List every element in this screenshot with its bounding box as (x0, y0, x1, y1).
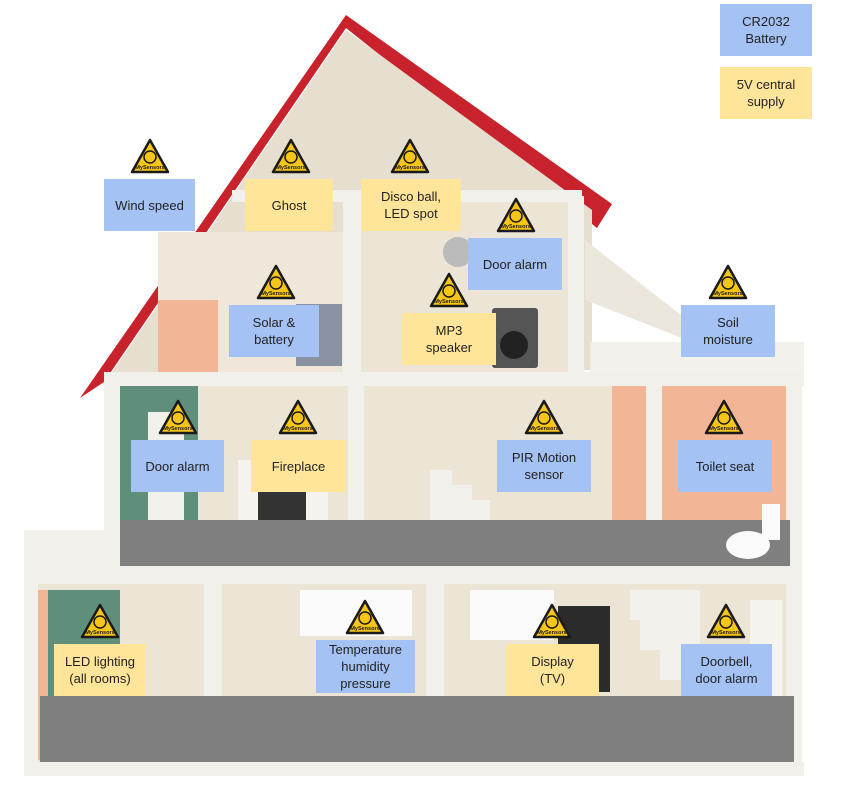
mp3-speaker-mysensors-warning-icon: MySensors (429, 272, 469, 308)
doorbell-mysensors-warning-icon: MySensors (706, 603, 746, 639)
ghost-mysensors-warning-icon: MySensors (271, 138, 311, 174)
svg-text:MySensors: MySensors (350, 626, 379, 632)
attic-left-wall (158, 300, 218, 372)
door-alarm-attic-mysensors-warning-icon: MySensors (496, 197, 536, 233)
svg-text:MySensors: MySensors (537, 630, 566, 636)
solar-battery-mysensors-warning-icon: MySensors (256, 264, 296, 300)
left-outer-wall-ground (24, 570, 38, 776)
svg-text:MySensors: MySensors (276, 165, 305, 171)
display-tv-mysensors-warning-icon: MySensors (532, 603, 572, 639)
svg-text:MySensors: MySensors (434, 299, 463, 305)
svg-text:MySensors: MySensors (709, 426, 738, 432)
ground-floor-carpet (40, 696, 794, 762)
pir-motion-label: PIR Motion sensor (497, 440, 591, 492)
door-alarm-middle-mysensors-warning-icon: MySensors (158, 399, 198, 435)
disco-ball-mysensors-warning-icon: MySensors (390, 138, 430, 174)
svg-text:MySensors: MySensors (261, 291, 290, 297)
middle-floor-slab-top (104, 372, 804, 386)
door-alarm-attic-label: Door alarm (468, 238, 562, 290)
roof-edge (80, 15, 612, 398)
mp3-speaker-label: MP3 speaker (402, 313, 496, 365)
legend-cr2032-label: CR2032 Battery (720, 4, 812, 56)
fireplace-label: Fireplace (251, 440, 346, 492)
legend-5v-label: 5V central supply (720, 67, 812, 119)
svg-text:MySensors: MySensors (501, 224, 530, 230)
middle-floor-carpet (120, 520, 790, 570)
svg-text:MySensors: MySensors (713, 291, 742, 297)
solar-battery-label: Solar & battery (229, 305, 319, 357)
svg-text:MySensors: MySensors (711, 630, 740, 636)
display-tv-label: Display (TV) (506, 644, 599, 696)
led-lighting-label: LED lighting (all rooms) (54, 644, 146, 696)
middle-salmon-wall (612, 386, 648, 546)
toilet-seat-mysensors-warning-icon: MySensors (704, 399, 744, 435)
toilet-seat-label: Toilet seat (678, 440, 772, 492)
door-alarm-middle-label: Door alarm (131, 440, 224, 492)
wind-speed-mysensors-warning-icon: MySensors (130, 138, 170, 174)
svg-text:MySensors: MySensors (85, 630, 114, 636)
attic-divider (343, 192, 361, 374)
attic-right-post (568, 196, 584, 374)
left-balcony-railing (24, 530, 116, 566)
svg-text:MySensors: MySensors (135, 165, 164, 171)
svg-text:MySensors: MySensors (529, 426, 558, 432)
pir-motion-mysensors-warning-icon: MySensors (524, 399, 564, 435)
speaker-cone (500, 331, 528, 359)
temperature-mysensors-warning-icon: MySensors (345, 599, 385, 635)
fireplace-opening (258, 490, 306, 520)
wind-speed-label: Wind speed (104, 179, 195, 231)
disco-ball-prop (443, 237, 473, 267)
staircase-middle (430, 470, 490, 520)
toilet-prop (726, 531, 770, 559)
ghost-label: Ghost (245, 179, 333, 231)
temperature-label: Temperature humidity pressure (316, 640, 415, 693)
led-lighting-mysensors-warning-icon: MySensors (80, 603, 120, 639)
ground-floor-base (24, 762, 804, 776)
middle-divider-2 (646, 386, 662, 556)
middle-divider-1 (348, 386, 364, 556)
ground-floor-slab-top (24, 566, 802, 584)
left-outer-wall-middle (104, 380, 120, 570)
svg-text:MySensors: MySensors (395, 165, 424, 171)
svg-text:MySensors: MySensors (163, 426, 192, 432)
right-roof (585, 240, 700, 345)
svg-text:MySensors: MySensors (283, 426, 312, 432)
toilet-tank (762, 504, 780, 540)
disco-ball-label: Disco ball, LED spot (361, 179, 461, 231)
soil-moisture-label: Soil moisture (681, 305, 775, 357)
doorbell-label: Doorbell, door alarm (681, 644, 772, 696)
soil-moisture-mysensors-warning-icon: MySensors (708, 264, 748, 300)
fireplace-mysensors-warning-icon: MySensors (278, 399, 318, 435)
